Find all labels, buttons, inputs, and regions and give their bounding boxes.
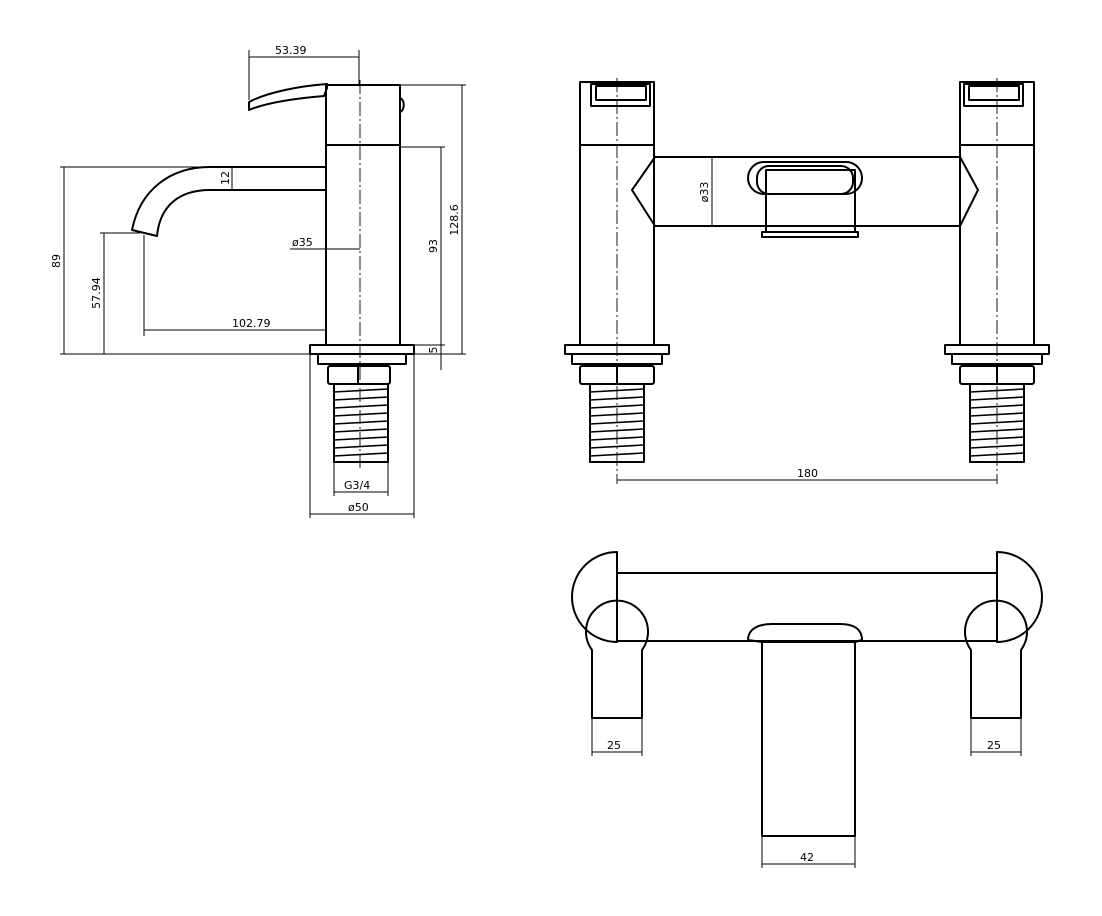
side-body (325, 84, 401, 346)
dim-handle-right: 25 (987, 739, 1001, 752)
dim-top-width: 53.39 (275, 44, 307, 57)
dim-outlet-height: 57.94 (90, 277, 103, 309)
side-spout (131, 166, 327, 237)
dim-total-height: 128.6 (448, 204, 461, 236)
dim-body-height: 93 (427, 239, 440, 253)
dim-base: 5 (427, 347, 440, 354)
dim-spout-thickness: 12 (219, 171, 232, 185)
dim-spout-reach: 102.79 (232, 317, 271, 330)
plan-right-handle (964, 599, 1028, 719)
dim-thread: G3/4 (344, 479, 370, 492)
front-bridge (631, 156, 979, 227)
dim-spout-width: 42 (800, 851, 814, 864)
plan-spout (747, 623, 863, 837)
dim-height-89: 89 (50, 254, 63, 268)
dim-base-diameter: ø50 (348, 501, 369, 514)
lever-handle (248, 83, 328, 111)
dim-centres: 180 (797, 467, 818, 480)
plan-left-handle (585, 599, 649, 719)
side-thread (333, 383, 389, 463)
dim-body-diameter: ø35 (292, 236, 313, 249)
side-view: 53.39 12 ø35 102.79 89 57.94 93 128.6 5 … (50, 44, 466, 518)
dim-handle-left: 25 (607, 739, 621, 752)
plan-view: 25 25 42 (571, 551, 1043, 868)
front-view: ø33 180 (564, 78, 1050, 484)
dim-bridge-diameter: ø33 (698, 182, 711, 203)
